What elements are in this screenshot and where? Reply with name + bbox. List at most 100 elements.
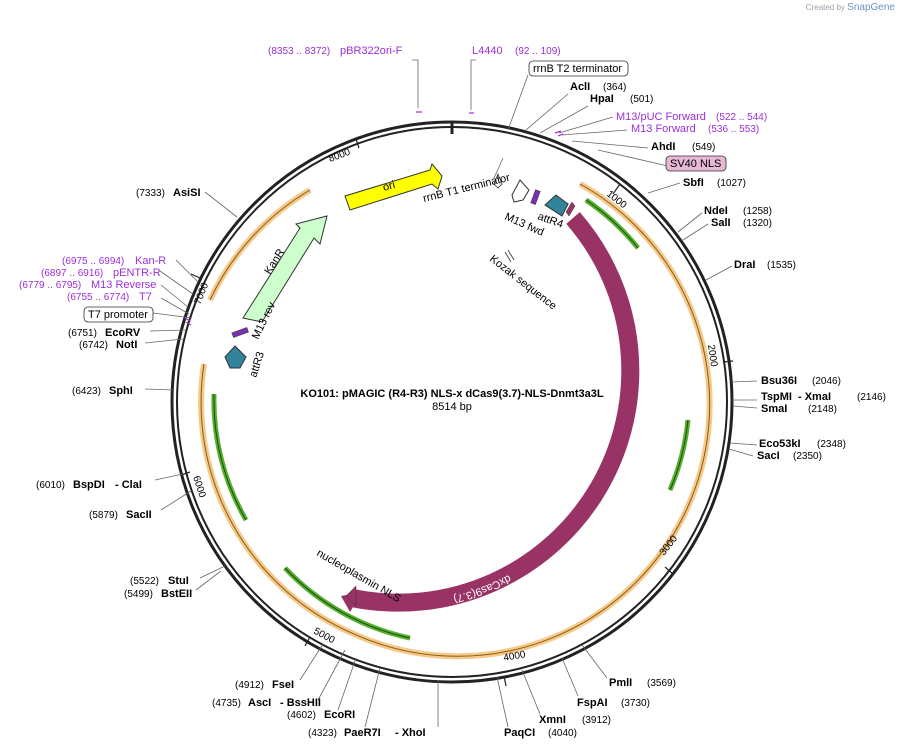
enzyme-paqci[interactable]: PaqCI (504, 727, 535, 739)
enzyme-clai[interactable]: - ClaI (115, 479, 142, 491)
enzyme-ndei-pos: (1258) (743, 206, 772, 217)
enzyme-drai-pos: (1535) (767, 260, 796, 271)
feature-m13-fwd[interactable] (530, 189, 541, 205)
feature-kozak[interactable] (504, 249, 515, 263)
enzyme-xmni[interactable]: XmnI (539, 714, 566, 726)
primer-l4440-range: (92 .. 109) (515, 46, 561, 57)
primer-l4440-name[interactable]: L4440 (472, 45, 503, 57)
label-attr3: attR3 (247, 350, 267, 379)
orf-arcs (198, 181, 713, 660)
enzyme-sphi[interactable]: SphI (109, 385, 133, 397)
primer-kanr-name[interactable]: Kan-R (135, 255, 166, 267)
feature-m13-rev[interactable] (231, 327, 249, 338)
tick-5000: 5000 (312, 626, 337, 646)
enzyme-asci[interactable]: AscI (248, 697, 271, 709)
enzyme-paer7i[interactable]: PaeR7I (344, 727, 381, 739)
enzyme-xmni-pos: (3912) (582, 715, 611, 726)
enzyme-sbfi[interactable]: SbfI (683, 177, 704, 189)
primer-t7-name[interactable]: T7 (139, 291, 152, 303)
enzyme-bsu36i-pos: (2046) (812, 376, 841, 387)
feature-kanr[interactable] (242, 215, 328, 323)
enzyme-ecori[interactable]: EcoRI (324, 709, 355, 721)
label-ori: ori (382, 179, 397, 194)
enzyme-smai-pos: (2148) (808, 404, 837, 415)
enzyme-ecori-pos: (4602) (287, 710, 316, 721)
enzyme-tspmi[interactable]: TspMI (761, 391, 792, 403)
enzyme-sacii-pos: (5879) (89, 510, 118, 521)
enzyme-asisi[interactable]: AsiSI (173, 187, 201, 199)
credit-prefix: Created by (805, 3, 845, 12)
enzyme-asisi-pos: (7333) (136, 188, 165, 199)
enzyme-stui-pos: (5522) (130, 576, 159, 587)
enzyme-paqci-pos: (4040) (548, 728, 577, 739)
enzyme-hpai-pos: (501) (630, 94, 653, 105)
primer-pentr-name[interactable]: pENTR-R (113, 267, 161, 279)
enzyme-acli-pos: (364) (603, 82, 626, 93)
enzyme-xhoi[interactable]: - XhoI (395, 727, 426, 739)
enzyme-sali-pos: (1320) (743, 218, 772, 229)
box-t7-promoter[interactable]: T7 promoter (83, 306, 154, 323)
primer-m13puc-range: (522 .. 544) (716, 112, 767, 123)
snapgene-brand: SnapGene (847, 2, 895, 13)
enzyme-sphi-pos: (6423) (72, 386, 101, 397)
enzyme-bsteii[interactable]: BstEII (161, 588, 192, 600)
enzyme-bsu36i[interactable]: Bsu36I (761, 375, 797, 387)
enzyme-bsshii[interactable]: - BssHII (280, 697, 321, 709)
enzyme-eco53ki-pos: (2348) (817, 439, 846, 450)
feature-nucleoplasmin-nls[interactable] (345, 585, 357, 607)
enzyme-drai[interactable]: DraI (734, 259, 755, 271)
feature-ori[interactable] (344, 162, 443, 211)
primer-m13puc-name[interactable]: M13/pUC Forward (616, 111, 706, 123)
enzyme-sali[interactable]: SalI (711, 217, 731, 229)
enzyme-smai[interactable]: SmaI (761, 403, 787, 415)
enzyme-saci[interactable]: SacI (757, 450, 780, 462)
enzyme-pmli[interactable]: PmlI (609, 677, 632, 689)
enzyme-acli[interactable]: AclI (570, 81, 590, 93)
enzyme-fspai[interactable]: FspAI (577, 697, 608, 709)
box-sv40-label: SV40 NLS (670, 158, 721, 170)
box-rrnb-t2[interactable]: rrnB T2 terminator (528, 60, 629, 77)
enzyme-stui[interactable]: StuI (168, 575, 189, 587)
primer-m13rev-range: (6779 .. 6795) (19, 280, 81, 291)
snapgene-credit: Created by SnapGene (806, 2, 895, 13)
feature-attr4[interactable] (544, 194, 569, 217)
primer-m13fwd-name[interactable]: M13 Forward (631, 123, 696, 135)
enzyme-fsei[interactable]: FseI (272, 679, 294, 691)
enzyme-bspdi[interactable]: BspDI (73, 479, 105, 491)
box-sv40[interactable]: SV40 NLS (665, 155, 727, 172)
orf-green-2 (667, 419, 691, 491)
feature-attr3[interactable] (224, 345, 247, 369)
primer-markers (184, 111, 564, 326)
primer-pentr-range: (6897 .. 6916) (41, 268, 103, 279)
primer-pbr-name[interactable]: pBR322ori-F (340, 45, 403, 57)
tick-3000: 3000 (658, 533, 681, 558)
enzyme-xmai[interactable]: - XmaI (798, 391, 831, 403)
enzyme-sacii[interactable]: SacII (126, 509, 152, 521)
enzyme-ndei[interactable]: NdeI (704, 205, 728, 217)
enzyme-noti[interactable]: NotI (116, 339, 137, 351)
enzyme-hpai[interactable]: HpaI (590, 93, 614, 105)
primer-kanr-range: (6975 .. 6994) (62, 256, 124, 267)
plasmid-name: KO101: pMAGIC (R4-R3) NLS-x dCas9(3.7)-N… (300, 388, 603, 400)
enzyme-eco53ki[interactable]: Eco53kI (759, 438, 801, 450)
box-t7-promoter-label: T7 promoter (88, 309, 148, 321)
tick-2000: 2000 (705, 344, 719, 368)
tick-7000: 7000 (193, 281, 212, 306)
enzyme-fsei-pos: (4912) (235, 680, 264, 691)
feature-rrnb-t1[interactable] (493, 172, 530, 203)
enzyme-ecorv[interactable]: EcoRV (105, 327, 141, 339)
feature-dxcas9[interactable] (341, 212, 640, 612)
label-kozak: Kozak sequence (487, 253, 558, 313)
enzyme-pmli-pos: (3569) (647, 678, 676, 689)
enzyme-saci-pos: (2350) (793, 451, 822, 462)
leader-lines (144, 59, 758, 728)
feature-sbfi-marker (565, 201, 576, 217)
enzyme-ahdi[interactable]: AhdI (651, 141, 675, 153)
primer-m13fwd-range: (536 .. 553) (708, 124, 759, 135)
enzyme-asci-pos: (4735) (212, 698, 241, 709)
box-rrnb-t2-label: rrnB T2 terminator (533, 63, 622, 75)
primer-pbr-range: (8353 .. 8372) (268, 46, 330, 57)
primer-t7-range: (6755 .. 6774) (67, 292, 129, 303)
primer-m13rev-name[interactable]: M13 Reverse (91, 279, 156, 291)
backbone (170, 120, 734, 684)
